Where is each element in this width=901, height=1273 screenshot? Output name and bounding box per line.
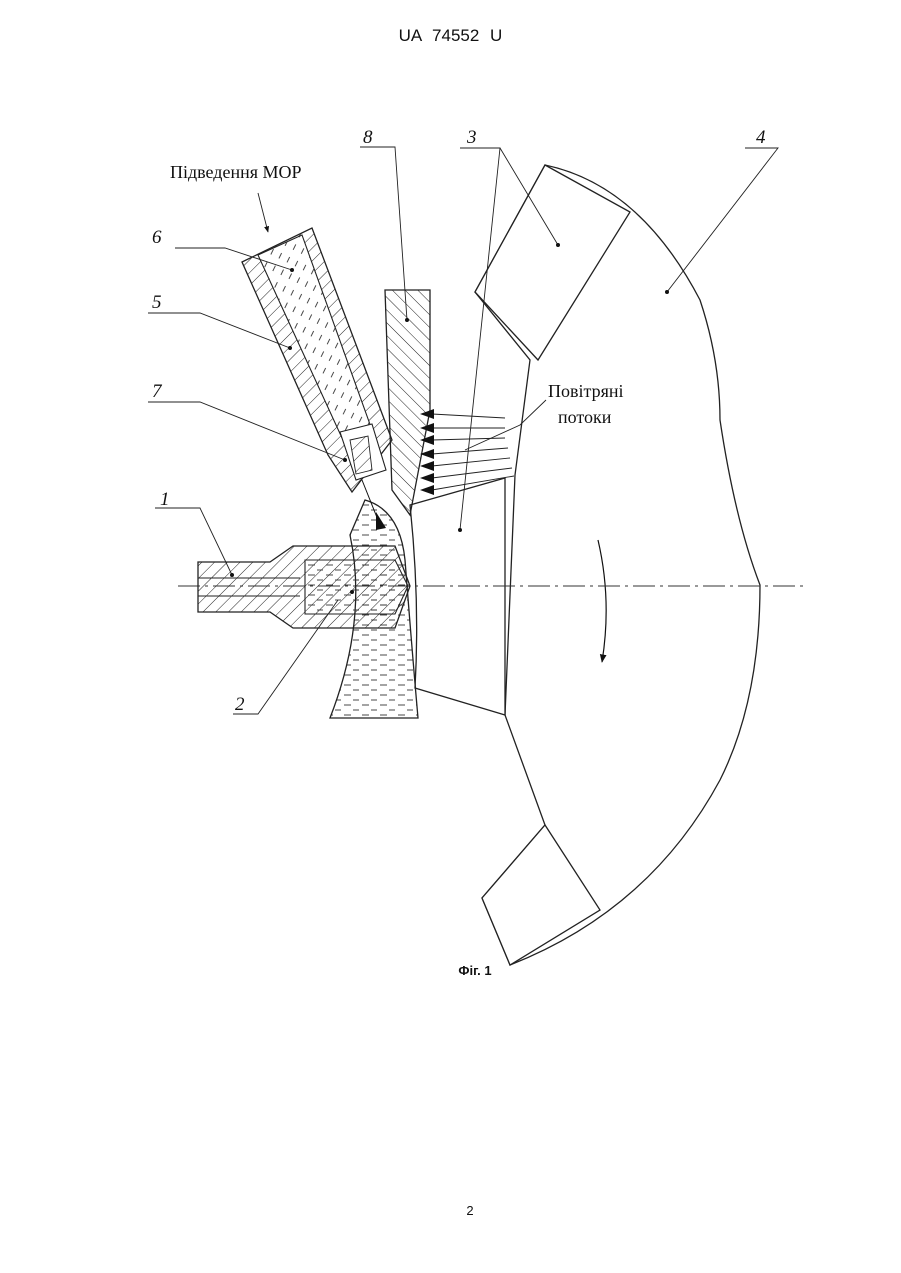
part-label-1: 1 bbox=[160, 489, 170, 510]
coolant-nozzle bbox=[242, 228, 392, 530]
part-label-5: 5 bbox=[152, 292, 162, 313]
air-flow-label-line1: Повітряні bbox=[548, 381, 624, 401]
part-label-7: 7 bbox=[152, 381, 163, 402]
part-label-6: 6 bbox=[152, 227, 162, 248]
part-label-8: 8 bbox=[363, 127, 373, 148]
part-label-2: 2 bbox=[235, 694, 245, 715]
coolant-supply-label: Підведення МОР bbox=[170, 162, 302, 182]
part-label-3: 3 bbox=[466, 127, 477, 148]
page-number: 2 bbox=[440, 1203, 500, 1218]
air-shield-plate bbox=[385, 290, 430, 515]
part-label-4: 4 bbox=[756, 127, 766, 148]
figure-caption: Фіг. 1 bbox=[440, 963, 510, 978]
air-flow-label-line2: потоки bbox=[558, 407, 612, 427]
segment-middle bbox=[410, 478, 505, 715]
electrode-holder bbox=[198, 546, 410, 628]
